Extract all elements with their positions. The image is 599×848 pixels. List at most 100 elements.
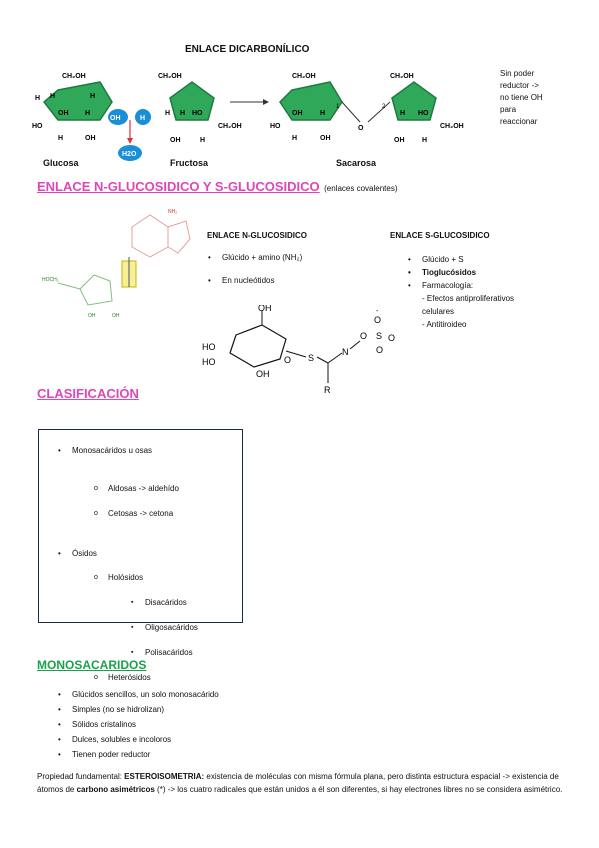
prop-bold2: carbono asimétricos	[76, 785, 155, 794]
svg-text:R: R	[324, 385, 331, 395]
dicarbonilico-title: ENLACE DICARBONÍLICO	[185, 44, 310, 55]
svg-text:H: H	[200, 137, 205, 144]
n-item: Glúcido + amino (NH₂)	[208, 253, 302, 263]
svg-text:H: H	[50, 93, 55, 100]
s-sub: celulares	[422, 307, 455, 316]
svg-text:OH: OH	[170, 137, 181, 144]
svg-text:OH: OH	[292, 110, 303, 117]
svg-text:OH: OH	[258, 305, 272, 313]
s-item: Farmacología:	[408, 279, 514, 292]
svg-text:CH₂OH: CH₂OH	[390, 73, 414, 80]
svg-text:H: H	[292, 135, 297, 142]
svg-text:HO: HO	[192, 110, 203, 117]
sacarosa-label: Sacarosa	[336, 158, 377, 168]
prop-text1: existencia de moléculas con misma fórmul…	[37, 772, 559, 794]
thioglucoside-structure-icon: OH HO HO OH O S N R O S O - O O	[202, 305, 395, 395]
monosacaridos-heading: MONOSACARIDOS	[37, 658, 147, 672]
svg-text:OH: OH	[112, 313, 120, 319]
svg-text:O: O	[388, 333, 395, 343]
s-item: Glúcido + S	[408, 253, 514, 266]
nglu-heading: ENLACE N-GLUCOSIDICO Y S-GLUCOSIDICO	[37, 179, 320, 194]
svg-text:O: O	[284, 355, 291, 365]
class-oligosacaridos: Oligosacáridos	[131, 623, 225, 633]
svg-text:H: H	[35, 95, 40, 102]
nglu-heading-note: (enlaces covalentes)	[324, 184, 398, 193]
svg-text:OH: OH	[320, 135, 331, 142]
mono-item: Glúcidos sencillos, un solo monosacárido	[58, 687, 219, 702]
glucosa-ring-icon: CH₂OH H H OH H HO H OH H	[32, 73, 113, 142]
sacarosa-ring-icon: CH₂OH HO OH H H OH 1 O 2 CH₂OH H HO CH₂O…	[270, 73, 464, 144]
svg-text:OH: OH	[394, 137, 405, 144]
svg-text:H: H	[422, 137, 427, 144]
svg-text:O: O	[358, 125, 364, 132]
svg-text:O: O	[376, 345, 383, 355]
class-heterosidos: Heterósidos	[94, 673, 188, 683]
class-polisacaridos: Polisacáridos	[131, 648, 225, 658]
fructosa-ring-icon: CH₂OH H H HO CH₂OH OH H	[158, 73, 242, 144]
fructosa-label: Fructosa	[170, 158, 209, 168]
prop-label: Propiedad fundamental:	[37, 772, 125, 781]
svg-text:CH₂OH: CH₂OH	[440, 123, 464, 130]
nglu-heading-row: ENLACE N-GLUCOSIDICO Y S-GLUCOSIDICO (en…	[37, 178, 397, 196]
class-mono: Monosacáridos u osas	[58, 446, 152, 456]
s-sub: - Antitiroideo	[422, 320, 467, 329]
svg-text:HO: HO	[32, 123, 43, 130]
svg-text:H: H	[180, 110, 185, 117]
svg-text:2: 2	[382, 104, 386, 110]
svg-text:HOCH₂: HOCH₂	[42, 277, 59, 283]
svg-text:1: 1	[336, 104, 340, 110]
svg-text:H: H	[85, 110, 90, 117]
prop-text2: (*) -> los cuatro radicales que están un…	[154, 785, 563, 794]
class-osidos: Ósidos	[58, 549, 152, 559]
clasificacion-box	[38, 429, 243, 623]
dicarbonilico-diagram: CH₂OH H H OH H HO H OH H OH H2O H CH₂OH …	[32, 73, 464, 161]
prop-bold1: ESTEROISOMETRIA:	[124, 772, 205, 781]
svg-text:O: O	[374, 315, 381, 325]
svg-text:OH: OH	[58, 110, 69, 117]
svg-text:HO: HO	[270, 123, 281, 130]
svg-text:HO: HO	[202, 357, 216, 367]
class-disacaridos: Disacáridos	[131, 598, 225, 608]
n-list: Glúcido + amino (NH₂) En nucleótidos	[208, 253, 302, 286]
svg-text:HO: HO	[418, 110, 429, 117]
class-cetosas: Cetosas -> cetona	[94, 509, 188, 519]
svg-text:CH₂OH: CH₂OH	[62, 73, 86, 80]
nucleotide-structure-icon: NH₂ HOCH₂ OH OH	[42, 209, 191, 319]
svg-text:H: H	[165, 110, 170, 117]
svg-text:OH: OH	[256, 369, 270, 379]
svg-text:S: S	[308, 353, 314, 363]
water-label: H2O	[122, 151, 137, 158]
propiedad-paragraph: Propiedad fundamental: ESTEROISOMETRIA: …	[37, 770, 567, 796]
clasificacion-list: Monosacáridos u osas Aldosas -> aldehído…	[0, 0, 198, 683]
class-aldosas: Aldosas -> aldehído	[94, 484, 188, 494]
svg-text:CH₂OH: CH₂OH	[218, 123, 242, 130]
svg-text:CH₂OH: CH₂OH	[158, 73, 182, 80]
svg-text:NH₂: NH₂	[168, 209, 177, 215]
h-circle-label: H	[140, 115, 145, 122]
svg-text:OH: OH	[88, 313, 96, 319]
s-title: ENLACE S-GLUCOSIDICO	[390, 231, 490, 240]
svg-text:H: H	[58, 135, 63, 142]
s-list: Glúcido + S Tioglucósidos Farmacología: …	[408, 253, 515, 331]
svg-text:O: O	[360, 331, 367, 341]
svg-text:HO: HO	[202, 342, 216, 352]
s-sub: - Efectos antiproliferativos	[422, 294, 515, 303]
mono-item: Dulces, solubles e incoloros	[58, 732, 219, 747]
monosacaridos-list: Glúcidos sencillos, un solo monosacárido…	[58, 687, 219, 762]
s-item: Tioglucósidos	[408, 266, 514, 279]
oh-circle-label: OH	[110, 115, 121, 122]
svg-text:N: N	[342, 347, 349, 357]
svg-text:H: H	[90, 93, 95, 100]
svg-text:CH₂OH: CH₂OH	[292, 73, 316, 80]
glucosa-label: Glucosa	[43, 158, 79, 168]
n-item: En nucleótidos	[208, 276, 302, 286]
svg-text:S: S	[376, 331, 382, 341]
clasificacion-heading: CLASIFICACIÓN	[37, 386, 139, 401]
svg-text:H: H	[320, 110, 325, 117]
svg-text:H: H	[400, 110, 405, 117]
n-title: ENLACE N-GLUCOSIDICO	[207, 231, 307, 240]
class-holosidos: Holósidos	[94, 573, 188, 583]
mono-item: Simples (no se hidrolizan)	[58, 702, 219, 717]
svg-text:OH: OH	[85, 135, 96, 142]
mono-item: Sólidos cristalinos	[58, 717, 219, 732]
